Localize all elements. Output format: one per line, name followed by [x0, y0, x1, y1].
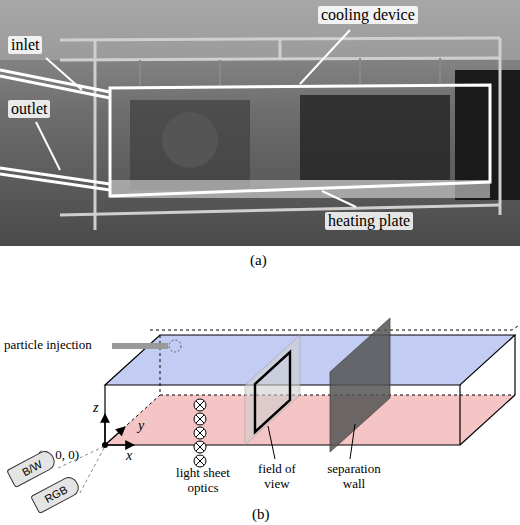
part-label: heating plate — [325, 212, 413, 230]
part-label: light sheet optics — [163, 466, 243, 496]
part-label: outlet — [8, 100, 50, 118]
panel-label: (b) — [252, 506, 270, 523]
camera-body: B/W — [6, 448, 58, 488]
axis-label: y — [138, 418, 144, 434]
panel-label: (a) — [250, 252, 267, 269]
part-label: cooling device — [318, 6, 418, 24]
camera-body: RGB — [30, 474, 82, 514]
part-label: separation wall — [318, 462, 390, 492]
part-label: inlet — [8, 36, 42, 54]
schematic — [58, 318, 518, 493]
part-label: particle injection — [4, 338, 92, 353]
axis-label: z — [93, 400, 98, 416]
axis-label: x — [126, 448, 132, 464]
photo — [0, 0, 520, 246]
camera-label: RGB — [43, 483, 70, 505]
camera-label: B/W — [20, 458, 44, 478]
part-label: field of view — [246, 462, 308, 492]
